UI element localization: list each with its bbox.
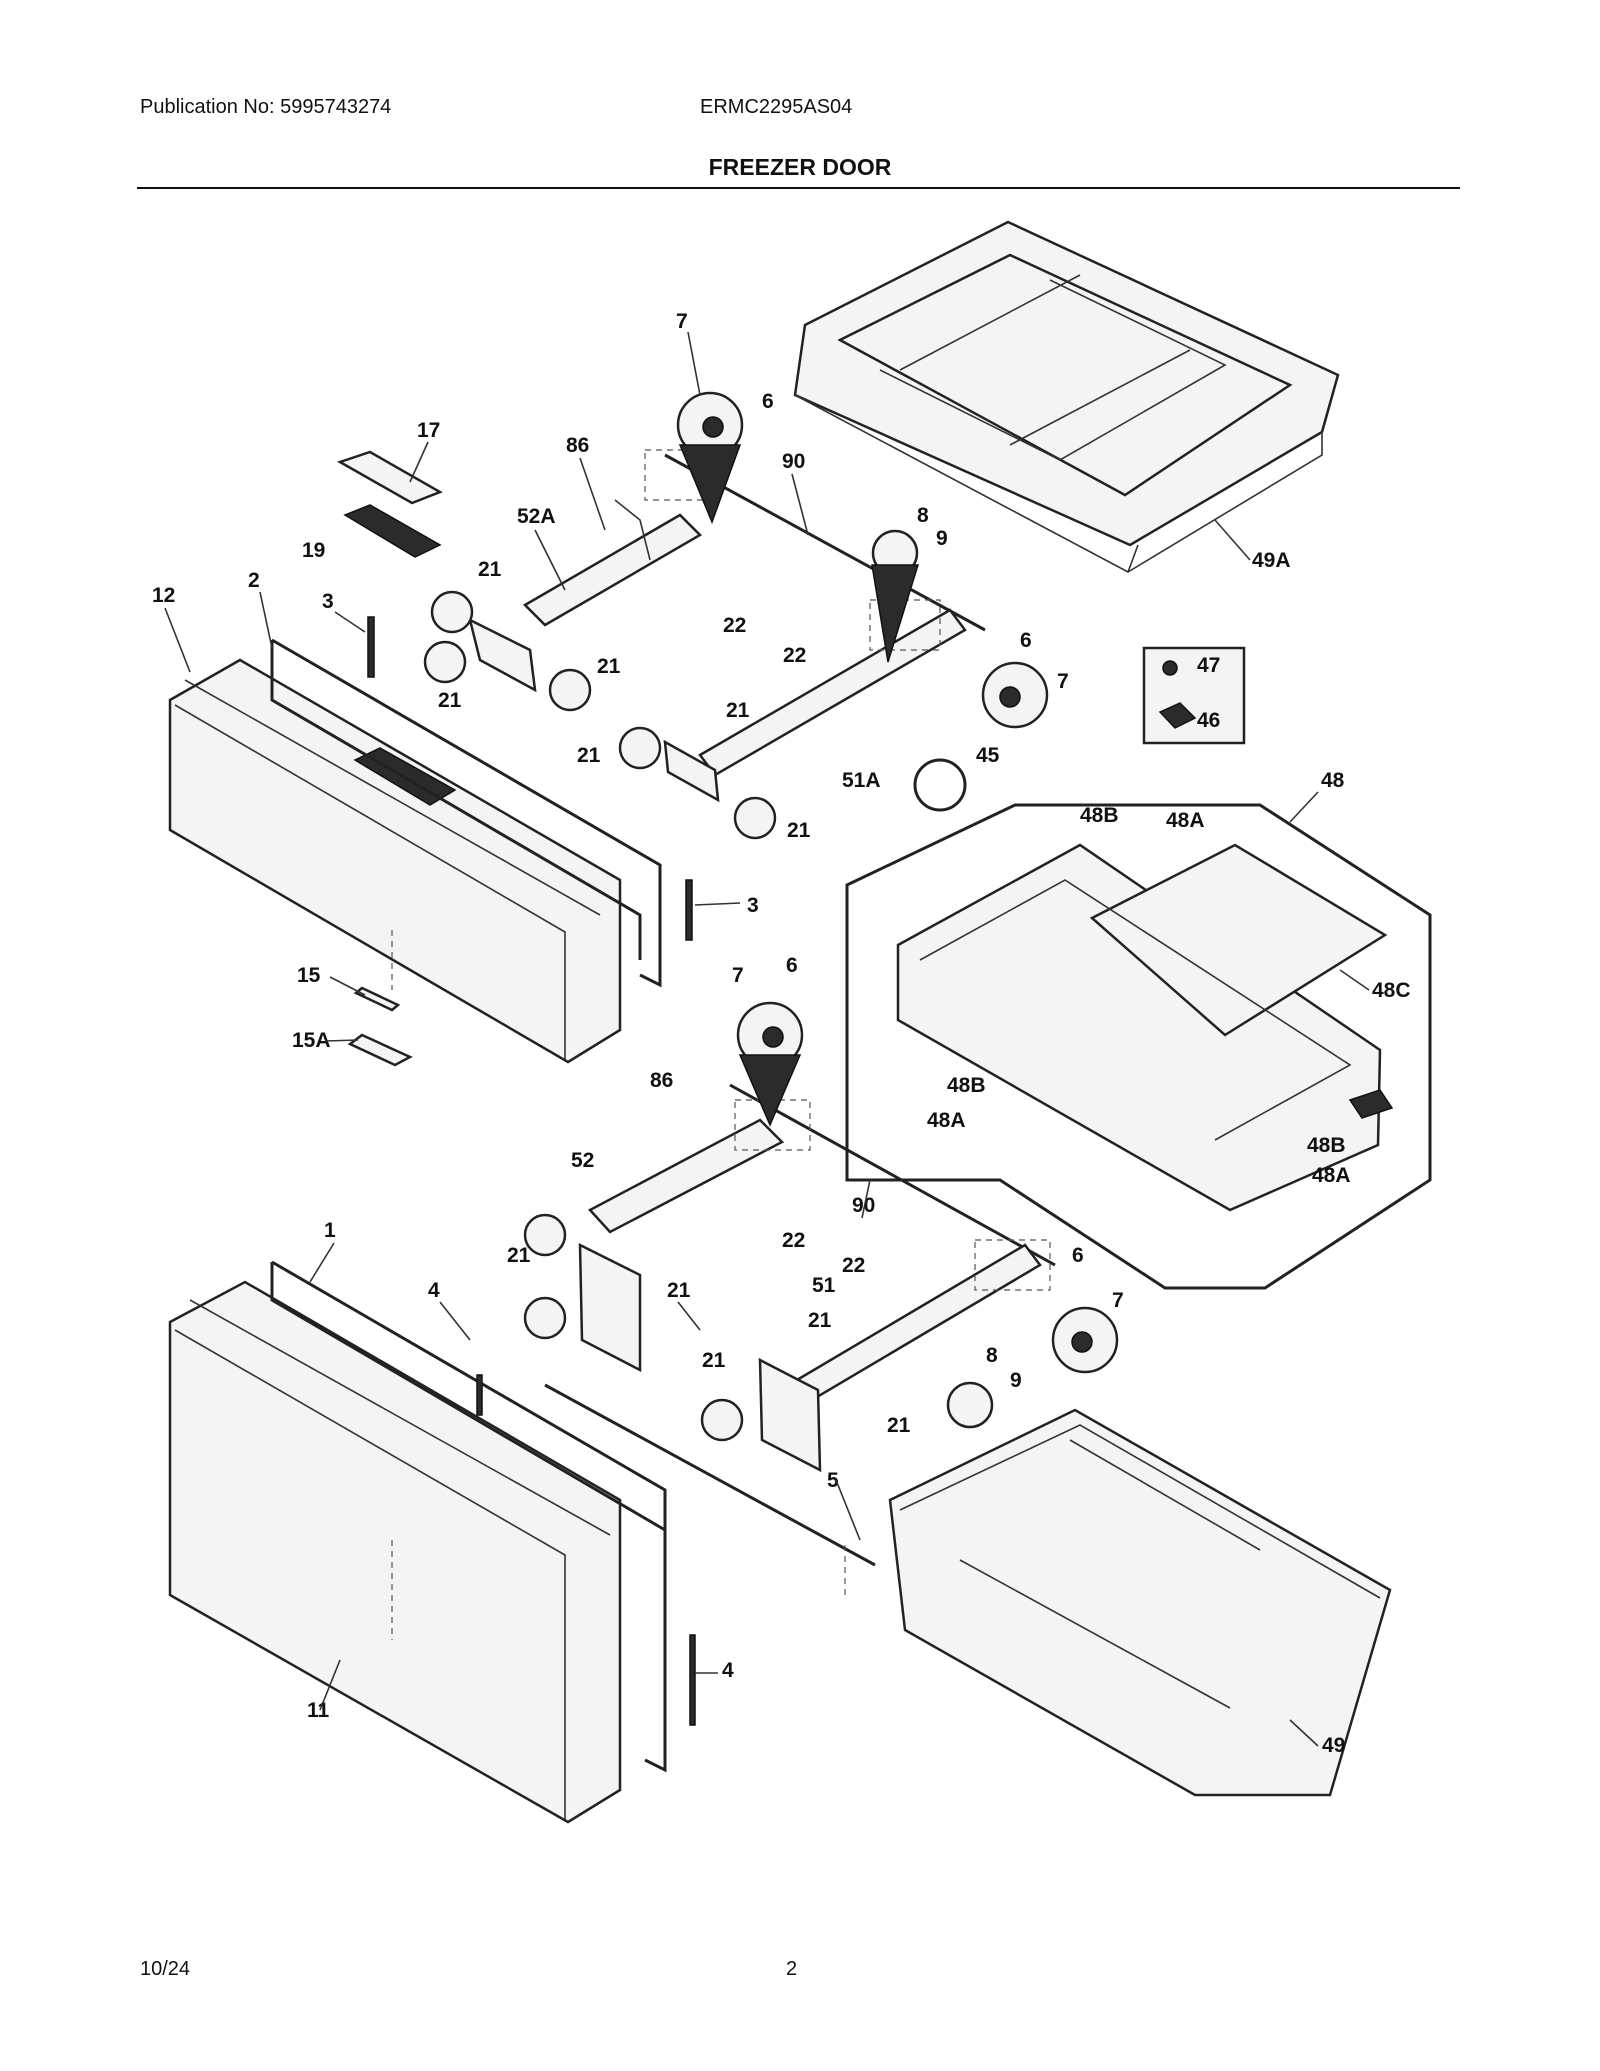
callout-label: 6	[786, 954, 798, 977]
callout-label: 8	[986, 1344, 998, 1367]
callout-label: 12	[152, 584, 175, 607]
callout-label: 8	[917, 504, 929, 527]
gear-details	[423, 391, 1119, 1442]
basket-48-detail	[845, 803, 1432, 1290]
model-number: ERMC2295AS04	[700, 96, 853, 118]
callout-label: 48A	[1312, 1164, 1351, 1187]
callout-label: 21	[667, 1279, 691, 1302]
callout-label: 22	[782, 1229, 805, 1252]
callout-label: 21	[887, 1414, 911, 1437]
footer-date: 10/24	[140, 1958, 191, 1980]
callout-label: 21	[597, 655, 621, 678]
callout-label: 49A	[1252, 549, 1291, 572]
page-title: FREEZER DOOR	[708, 154, 892, 180]
page-number: 2	[786, 1958, 798, 1980]
basket-49a	[793, 220, 1340, 574]
callout-label: 17	[417, 419, 440, 442]
callout-label: 21	[478, 558, 502, 581]
callout-label: 90	[852, 1194, 875, 1217]
strip-3-upper	[367, 616, 375, 678]
callout-label: 3	[322, 590, 334, 613]
upper-door-panel-12	[168, 658, 622, 1064]
callout-label: 46	[1197, 709, 1220, 732]
callout-label: 7	[732, 964, 744, 987]
callout-label: 48C	[1372, 979, 1411, 1002]
leader-lines	[164, 331, 1370, 1747]
callout-label: 22	[783, 644, 806, 667]
callout-label: 6	[1072, 1244, 1084, 1267]
callout-label: 45	[976, 744, 1000, 767]
callout-label: 21	[702, 1349, 726, 1372]
callout-label: 2	[248, 569, 260, 592]
publication-number: Publication No: 5995743274	[140, 96, 392, 118]
callout-label: 4	[722, 1659, 734, 1682]
lower-slide-assembly	[476, 1083, 1056, 1726]
callout-labels: 7 6 17 86 90 52A 8 9 19 21 49A 12 2 3 22…	[152, 310, 1411, 1757]
callout-label: 21	[507, 1244, 531, 1267]
callout-label: 52A	[517, 505, 556, 528]
upper-slide-assembly	[468, 449, 986, 803]
callout-label: 48B	[1080, 804, 1119, 827]
callout-label: 11	[307, 1699, 330, 1722]
callout-label: 51A	[842, 769, 881, 792]
callout-label: 51	[812, 1274, 836, 1297]
callout-label: 21	[577, 744, 601, 767]
callout-label: 7	[676, 310, 688, 333]
callout-label: 49	[1322, 1734, 1345, 1757]
control-boards	[336, 450, 443, 558]
callout-label: 15A	[292, 1029, 331, 1052]
callout-label: 48B	[947, 1074, 986, 1097]
strip-3-lower	[685, 879, 693, 941]
callout-label: 52	[571, 1149, 594, 1172]
callout-label: 47	[1197, 654, 1220, 677]
lower-gasket-1	[270, 1260, 667, 1773]
upper-gasket-2	[270, 638, 662, 988]
callout-label: 48A	[1166, 809, 1205, 832]
guide-lines	[391, 930, 846, 1640]
part-45-detail	[913, 758, 967, 812]
callout-label: 22	[842, 1254, 865, 1277]
part-15a	[347, 1033, 413, 1067]
callout-label: 7	[1112, 1289, 1124, 1312]
callout-label: 90	[782, 450, 805, 473]
title-divider	[137, 187, 1460, 189]
callout-label: 4	[428, 1279, 440, 1302]
callout-label: 21	[438, 689, 462, 712]
callout-label: 5	[827, 1469, 839, 1492]
callout-label: 86	[566, 434, 589, 457]
callout-label: 19	[302, 539, 325, 562]
callout-label: 48B	[1307, 1134, 1346, 1157]
rail-5	[544, 1383, 876, 1567]
callout-label: 22	[723, 614, 746, 637]
callout-label: 9	[1010, 1369, 1022, 1392]
callout-label: 6	[762, 390, 774, 413]
callout-label: 48	[1321, 769, 1345, 792]
callout-label: 48A	[927, 1109, 966, 1132]
callout-label: 3	[747, 894, 759, 917]
callout-label: 9	[936, 527, 948, 550]
basket-49	[888, 1408, 1392, 1797]
callout-label: 86	[650, 1069, 673, 1092]
part-15	[353, 986, 401, 1012]
callout-label: 21	[726, 699, 750, 722]
screw-clip-box	[1142, 646, 1246, 745]
callout-label: 15	[297, 964, 321, 987]
lower-door-panel-11	[168, 1280, 622, 1824]
callout-label: 21	[787, 819, 811, 842]
callout-label: 21	[808, 1309, 832, 1332]
callout-label: 1	[324, 1219, 336, 1242]
callout-label: 6	[1020, 629, 1032, 652]
callout-label: 7	[1057, 670, 1069, 693]
